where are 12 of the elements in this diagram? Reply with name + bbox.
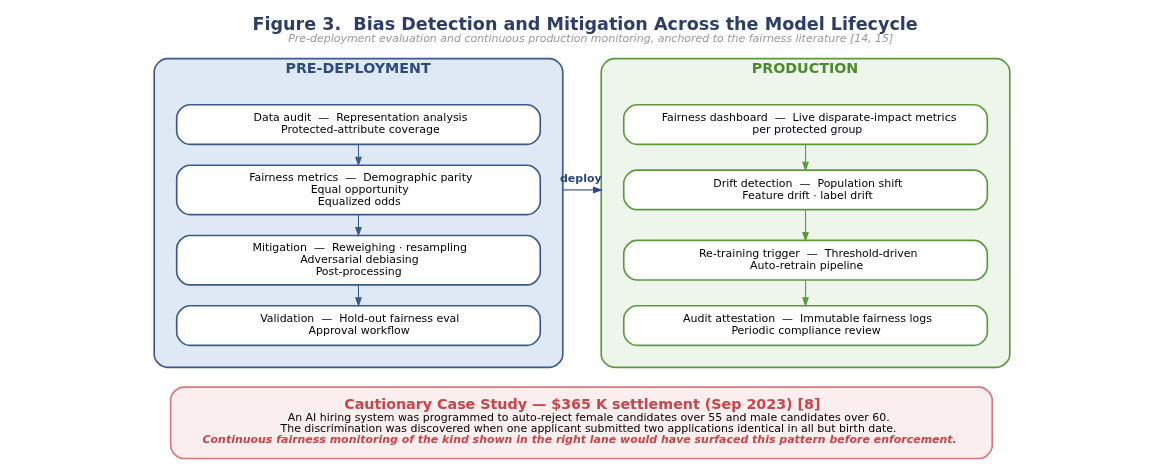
node-box: Fairness metrics — Demographic parity Equal opportunity Equalized odds	[175, 164, 542, 216]
node-box: Data audit — Representation analysis Protected-attribute coverage	[175, 103, 542, 146]
arrow	[802, 209, 809, 242]
arrow	[562, 186, 603, 194]
diagram-title: Figure 3. Bias Detection and Mitigation Across the Model Lifecycle	[252, 13, 918, 34]
node-box: Audit attestation — Immutable fairness logs Periodic compliance review	[622, 304, 989, 347]
node-box: Validation — Hold-out fairness eval Approval workflow	[175, 304, 542, 347]
node-box: Fairness dashboard — Live disparate-impact metrics per protected group	[622, 103, 989, 146]
node-box: Mitigation — Reweighing · resampling Adversarial debiasing Post-processing	[175, 234, 542, 286]
node-box: Drift detection — Population shift Feature drift · label drift	[622, 169, 989, 211]
node-box: Cautionary Case Study — $365 K settlement (Sep 2023) [8] An AI hiring system was programmed to auto-reject female candidates over 55 and male candidates over 60. The discrimination was discovered when one applicant submitted two applications identical in all but birth date. Continuous fairness monitoring of the kind shown in the right lane would have surfaced this pattern before enforcement.	[169, 386, 994, 460]
node-box: Re-training trigger — Threshold-driven Auto-retrain pipeline	[622, 239, 989, 281]
